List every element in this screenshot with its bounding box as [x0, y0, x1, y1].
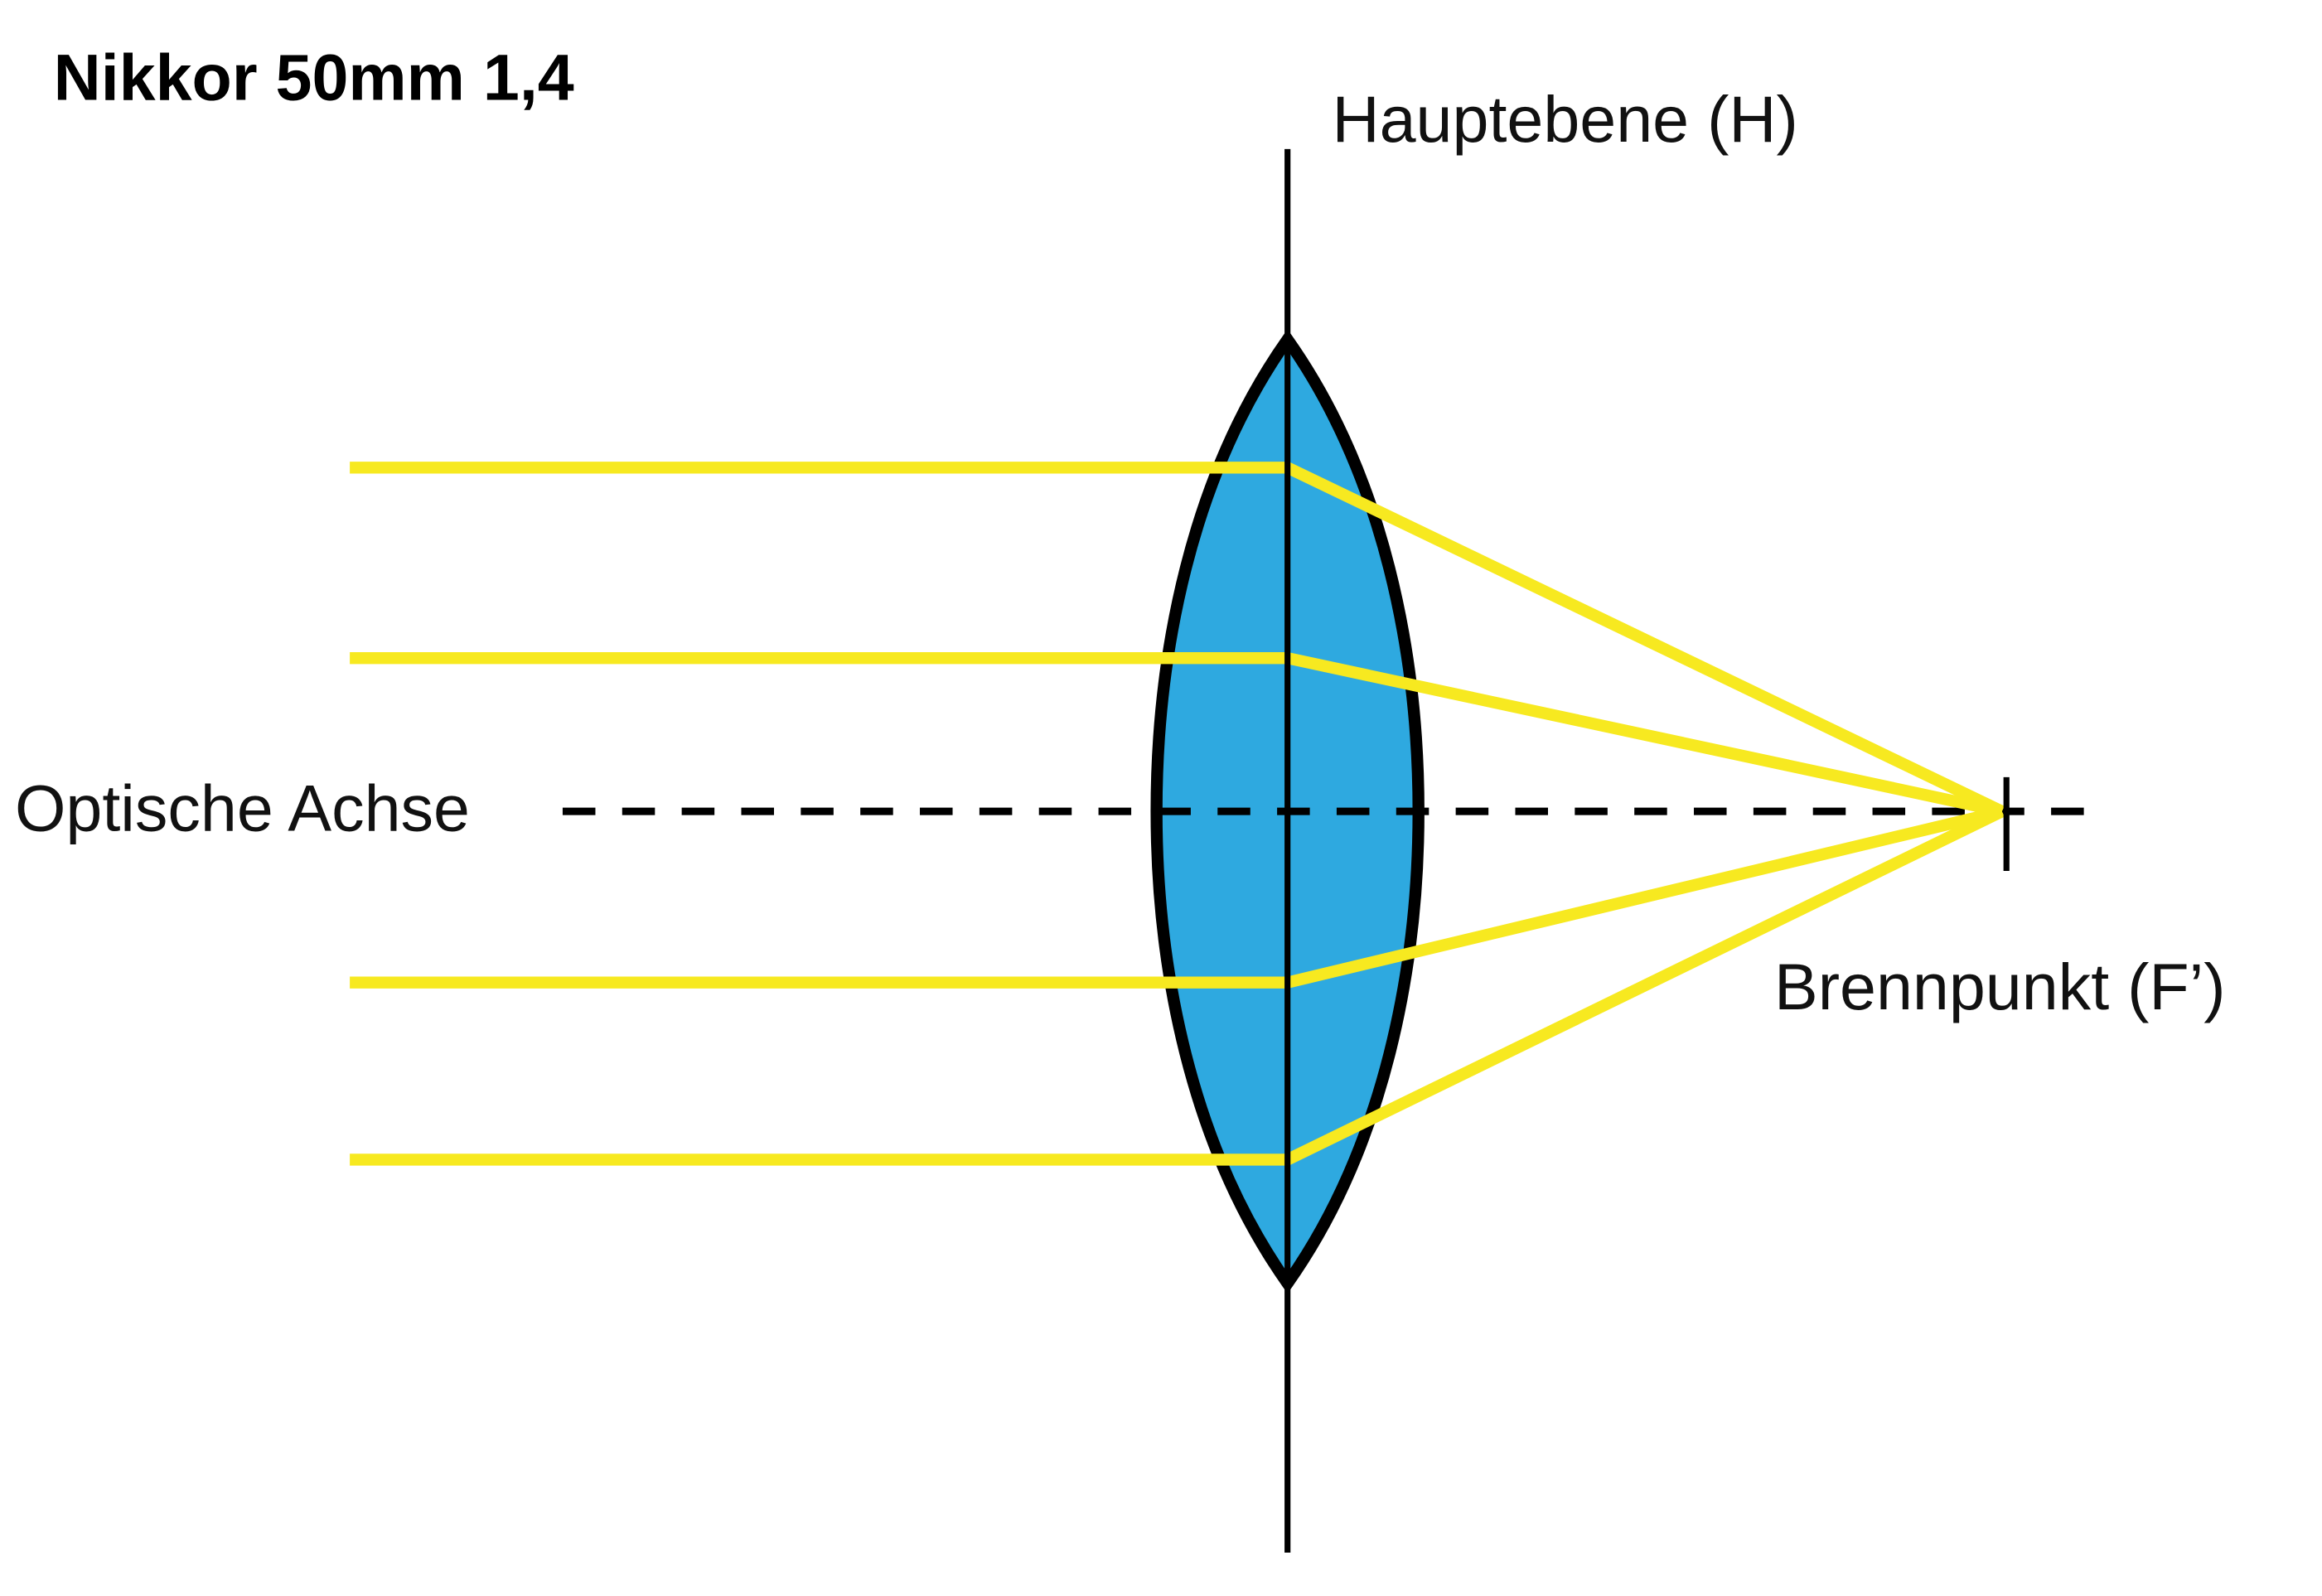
optical-axis-label: Optische Achse [15, 771, 470, 845]
principal-plane-label: Hauptebene (H) [1333, 82, 1798, 156]
diagram-title: Nikkor 50mm 1,4 [54, 41, 574, 114]
focal-point-label: Brennpunkt (F’) [1774, 950, 2226, 1023]
